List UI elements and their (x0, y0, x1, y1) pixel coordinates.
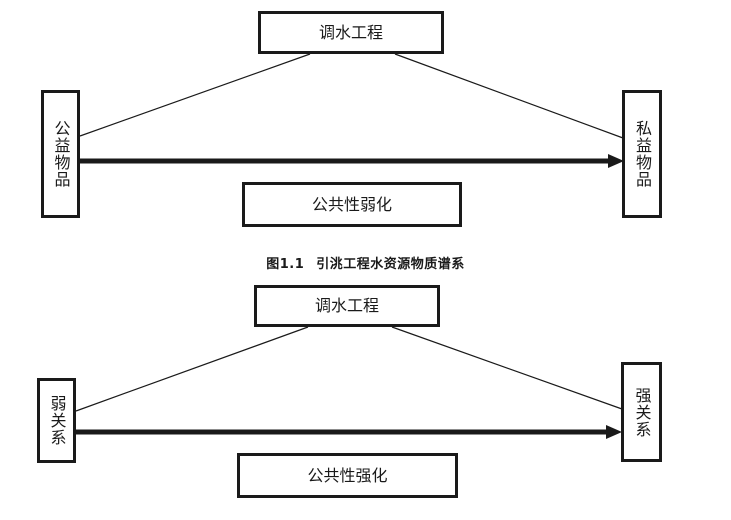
figure-2-left-box: 弱关系 (37, 378, 76, 463)
figure-1-right-box-label: 私益物品 (633, 120, 652, 188)
figure-1-right-box: 私益物品 (622, 90, 662, 218)
figure-2-bottom-box-label: 公共性强化 (307, 465, 388, 485)
figure-caption-number: 图1.1 (266, 257, 305, 272)
figure-2-right-box-label: 强关系 (632, 386, 652, 438)
figure-2-top-box: 调水工程 (254, 285, 440, 327)
figure-1-right-diagonal (394, 53, 624, 139)
figure-1-bottom-box-label: 公共性弱化 (311, 194, 392, 214)
figure-1-arrow-head (608, 154, 624, 168)
figure-2-right-box: 强关系 (621, 362, 662, 462)
figure-1-left-box: 公益物品 (41, 90, 80, 218)
figure-1-top-box: 调水工程 (258, 11, 444, 54)
figure-1-left-box-label: 公益物品 (51, 120, 71, 188)
figure-caption-text: 引洮工程水资源物质谱系 (316, 257, 465, 272)
figure-1-connectors (79, 53, 624, 168)
figure-2-arrow-head (606, 425, 622, 439)
figure-caption: 图1.1 引洮工程水资源物质谱系 (0, 253, 731, 272)
figure-2-left-box-label: 弱关系 (47, 395, 67, 446)
figure-2-top-box-label: 调水工程 (314, 296, 379, 315)
figure-2-left-diagonal (75, 326, 309, 412)
figure-1: 调水工程 公益物品 私益物品 公共性弱化 (0, 0, 731, 240)
figure-1-top-box-label: 调水工程 (318, 22, 383, 42)
figure-2-bottom-box: 公共性强化 (237, 453, 458, 498)
figure-2-right-diagonal (391, 326, 623, 410)
figure-1-left-diagonal (79, 53, 311, 137)
figure-1-bottom-box: 公共性弱化 (242, 182, 462, 227)
